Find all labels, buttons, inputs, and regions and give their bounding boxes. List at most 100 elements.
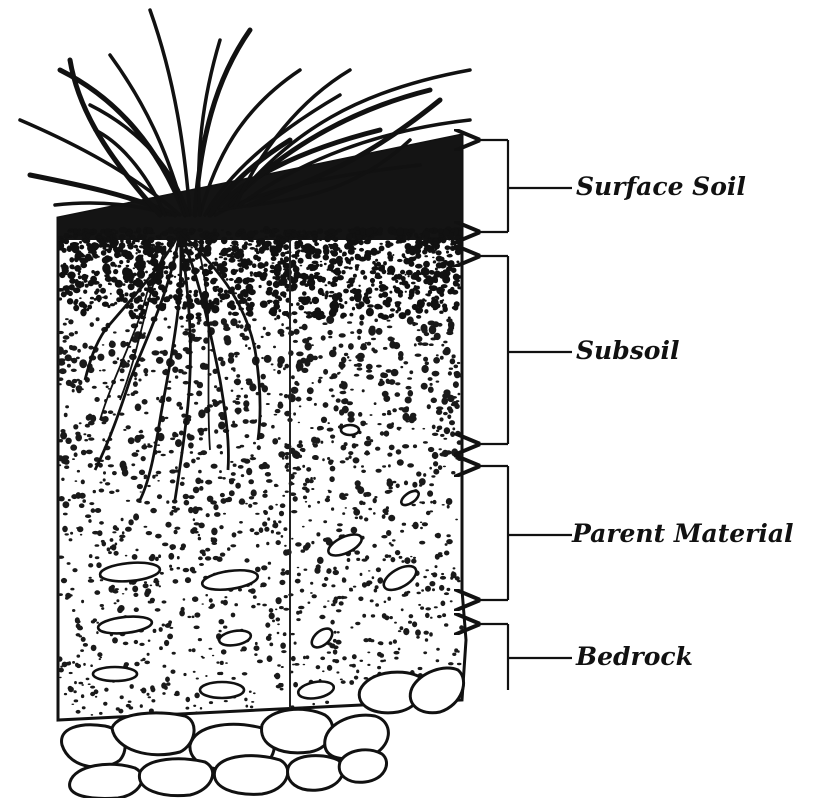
soil-speck xyxy=(419,541,425,545)
soil-speck xyxy=(65,405,69,408)
soil-speck xyxy=(257,603,261,605)
humus-speck xyxy=(110,283,112,285)
soil-speck xyxy=(273,369,276,371)
soil-speck xyxy=(103,702,107,706)
soil-speck xyxy=(155,557,159,561)
soil-speck xyxy=(95,508,101,513)
soil-speck xyxy=(262,521,267,526)
humus-speck xyxy=(405,274,407,276)
humus-speck xyxy=(316,243,319,246)
soil-speck xyxy=(256,544,260,548)
soil-speck xyxy=(395,392,401,397)
soil-speck xyxy=(317,557,324,564)
soil-speck xyxy=(75,663,79,667)
soil-speck xyxy=(149,556,155,562)
humus-speck xyxy=(309,301,312,304)
soil-speck xyxy=(350,389,354,391)
soil-speck xyxy=(340,460,346,463)
soil-speck xyxy=(112,637,118,643)
humus-speck xyxy=(308,275,314,281)
soil-speck xyxy=(386,530,391,536)
soil-speck xyxy=(107,547,111,551)
humus-speck xyxy=(435,268,438,271)
soil-speck xyxy=(342,656,347,660)
soil-speck xyxy=(316,532,320,536)
soil-speck xyxy=(238,465,244,469)
soil-speck xyxy=(304,236,307,238)
soil-speck xyxy=(310,582,313,585)
soil-speck xyxy=(144,501,150,505)
soil-speck xyxy=(380,431,384,435)
soil-speck xyxy=(275,504,278,506)
soil-speck xyxy=(194,612,200,617)
soil-speck xyxy=(265,229,268,231)
soil-speck xyxy=(379,305,383,309)
soil-speck xyxy=(298,606,304,610)
soil-speck xyxy=(384,601,387,604)
humus-speck xyxy=(292,277,299,284)
soil-speck xyxy=(297,444,303,449)
soil-speck xyxy=(435,565,438,568)
soil-speck xyxy=(150,508,157,513)
humus-speck xyxy=(358,285,360,287)
soil-speck xyxy=(173,509,177,513)
soil-speck xyxy=(453,567,456,569)
soil-speck xyxy=(89,554,93,558)
soil-speck xyxy=(394,657,398,660)
soil-speck xyxy=(198,534,200,537)
soil-speck xyxy=(358,412,362,417)
humus-speck xyxy=(280,274,285,279)
soil-speck xyxy=(211,528,217,536)
soil-speck xyxy=(367,342,371,346)
soil-speck xyxy=(75,331,78,334)
soil-speck xyxy=(58,656,63,661)
soil-speck xyxy=(425,638,428,642)
soil-speck xyxy=(243,400,249,407)
soil-speck xyxy=(156,336,163,341)
soil-speck xyxy=(443,349,450,356)
soil-speck xyxy=(110,303,115,306)
soil-speck xyxy=(75,617,80,623)
soil-speck xyxy=(400,626,404,630)
soil-speck xyxy=(183,673,186,676)
soil-speck xyxy=(456,261,459,264)
humus-speck xyxy=(213,287,218,292)
humus-speck xyxy=(325,294,329,298)
soil-speck xyxy=(276,485,279,487)
soil-speck xyxy=(225,377,228,380)
soil-speck xyxy=(63,323,67,326)
soil-speck xyxy=(122,531,125,534)
soil-speck xyxy=(321,441,324,444)
soil-speck xyxy=(218,476,223,479)
soil-speck xyxy=(61,578,67,583)
soil-speck xyxy=(266,479,273,483)
soil-speck xyxy=(318,355,323,359)
soil-speck xyxy=(268,634,272,637)
soil-speck xyxy=(396,449,402,454)
soil-speck xyxy=(314,307,321,314)
soil-speck xyxy=(69,672,73,674)
soil-speck xyxy=(77,526,83,532)
soil-speck xyxy=(222,294,229,299)
soil-speck xyxy=(172,367,178,373)
soil-speck xyxy=(144,581,147,583)
humus-speck xyxy=(243,247,245,249)
soil-speck xyxy=(222,622,224,623)
humus-speck xyxy=(324,235,331,242)
soil-speck xyxy=(273,229,279,232)
soil-speck xyxy=(306,467,311,472)
soil-speck xyxy=(291,538,293,540)
soil-speck xyxy=(240,333,245,337)
soil-speck xyxy=(170,568,174,571)
soil-speck xyxy=(400,366,403,368)
soil-speck xyxy=(230,544,236,547)
humus-speck xyxy=(351,288,357,294)
soil-speck xyxy=(67,245,73,252)
soil-speck xyxy=(348,343,354,350)
soil-speck xyxy=(433,500,437,504)
soil-speck xyxy=(73,305,79,311)
soil-speck xyxy=(177,556,180,559)
soil-speck xyxy=(234,603,238,606)
soil-speck xyxy=(228,713,233,718)
soil-speck xyxy=(455,458,458,460)
